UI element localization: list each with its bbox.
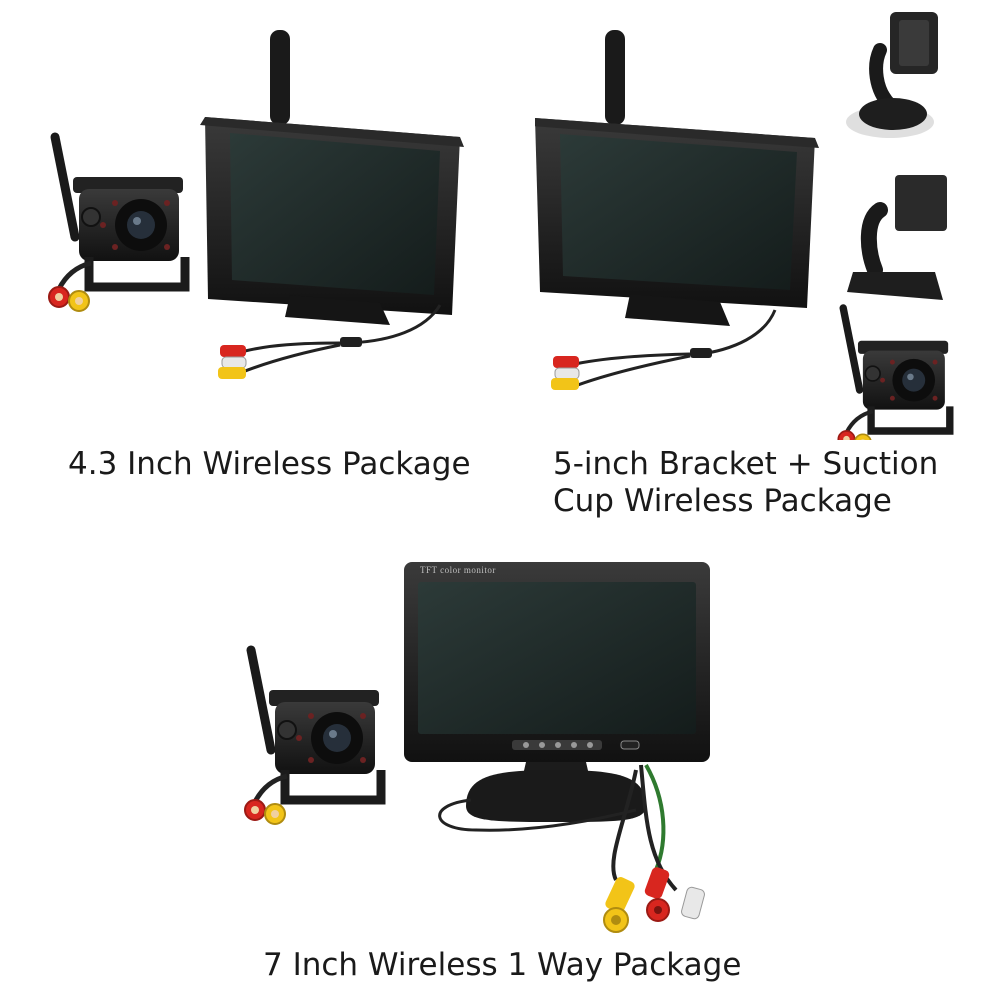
monitor-7-inch-icon	[404, 562, 710, 933]
bracket-mount-icon	[847, 175, 947, 300]
package-7-inch-image	[236, 560, 716, 940]
package-4-3-inch-image	[40, 25, 480, 405]
caption-line: 5-inch Bracket + Suction	[553, 446, 939, 482]
monitor-7-bezel-label: TFT color monitor	[420, 565, 496, 575]
package-5-inch-caption: 5-inch Bracket + Suction Cup Wireless Pa…	[553, 446, 938, 520]
monitor-5-inch-icon	[535, 30, 819, 390]
suction-cup-mount-icon	[846, 12, 938, 138]
reversing-camera-icon	[49, 137, 185, 311]
package-4-3-inch-caption: 4.3 Inch Wireless Package	[68, 446, 471, 482]
reversing-camera-icon	[838, 308, 950, 440]
reversing-camera-icon	[245, 650, 381, 824]
package-5-inch-image	[535, 10, 975, 440]
caption-line: Cup Wireless Package	[553, 483, 892, 519]
package-7-inch-caption: 7 Inch Wireless 1 Way Package	[263, 947, 742, 983]
monitor-4-3-icon	[200, 30, 464, 379]
